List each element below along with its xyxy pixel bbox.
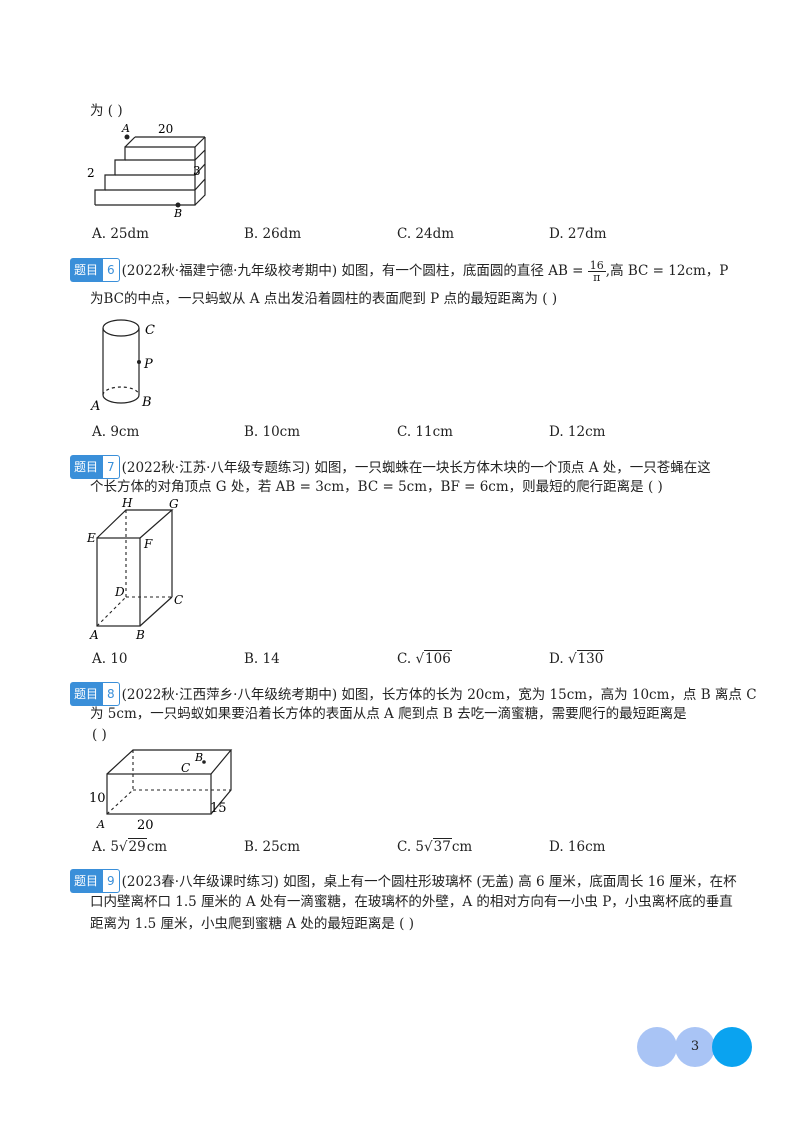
q7-option-a[interactable]: A. 10 — [92, 651, 128, 667]
q8-number: 8 — [102, 682, 120, 706]
q6-option-c[interactable]: C. 11cm — [397, 424, 453, 440]
page-number: 3 — [690, 1039, 700, 1054]
fig8-label-b: B — [194, 751, 203, 764]
q7-badge: 题目 — [70, 455, 103, 479]
fig7-label-e: E — [86, 531, 96, 545]
fig8-label-len: 20 — [137, 818, 154, 833]
fig5-label-len: 20 — [158, 122, 173, 136]
fig5-label-w: 3 — [193, 164, 201, 178]
q8-option-b[interactable]: B. 25cm — [244, 839, 301, 855]
fig7-label-h: H — [121, 496, 133, 510]
q5-staircase-figure: A 20 2 3 B — [87, 122, 206, 220]
q9-number: 9 — [102, 869, 120, 893]
fig8-label-a: A — [96, 818, 105, 831]
q5-option-b[interactable]: B. 26dm — [244, 226, 302, 242]
q8-line3: ( ) — [92, 727, 107, 743]
fig6-label-p: P — [143, 357, 153, 372]
q7-option-c[interactable]: C. √106 — [397, 650, 452, 667]
q8-line2: 为 5cm，一只蚂蚁如果要沿着长方体的表面从点 A 爬到点 B 去吃一滴蜜糖，需… — [90, 706, 687, 722]
page-decor-right — [712, 1027, 752, 1067]
q6-badge: 题目 — [70, 258, 103, 282]
q8-badge: 题目 — [70, 682, 103, 706]
fig8-label-c: C — [181, 761, 190, 775]
fig7-label-a: A — [89, 628, 99, 642]
q9-line3: 距离为 1.5 厘米，小虫爬到蜜糖 A 处的最短距离是 ( ) — [90, 916, 414, 932]
q9-line2: 口内壁离杯口 1.5 厘米的 A 处有一滴蜜糖，在玻璃杯的外壁，A 的相对方向有… — [90, 894, 733, 910]
q8-cuboid-figure: B C 10 15 20 A — [89, 749, 233, 833]
fig5-label-b: B — [173, 207, 182, 220]
q7-option-d[interactable]: D. √130 — [549, 650, 605, 667]
fig7-label-g: G — [169, 497, 179, 511]
fig7-label-f: F — [143, 537, 153, 551]
fig6-label-b: B — [141, 395, 152, 410]
fig7-label-b: B — [135, 628, 145, 642]
q7-number: 7 — [102, 455, 120, 479]
fig8-label-h: 10 — [89, 791, 106, 806]
fig5-label-a: A — [121, 122, 130, 135]
q7-cuboid-figure: H G E F D C A B — [86, 496, 183, 642]
q6-cylinder-figure: C P A B — [90, 319, 155, 414]
fig7-label-d: D — [114, 585, 125, 599]
q5-option-c[interactable]: C. 24dm — [397, 226, 455, 242]
fig8-label-w: 15 — [210, 801, 227, 816]
q6-number: 6 — [102, 258, 120, 282]
q7-option-b[interactable]: B. 14 — [244, 651, 280, 667]
fig7-label-c: C — [174, 593, 183, 607]
page-number-circle — [675, 1027, 715, 1067]
q6-option-b[interactable]: B. 10cm — [244, 424, 301, 440]
q8-option-d[interactable]: D. 16cm — [549, 839, 606, 855]
q8-option-a[interactable]: A. 5√29cm — [92, 838, 168, 855]
fig6-label-a: A — [90, 399, 100, 414]
q5-option-a[interactable]: A. 25dm — [92, 226, 149, 242]
q9-badge: 题目 — [70, 869, 103, 893]
q5-tail: 为 ( ) — [90, 103, 123, 119]
q5-option-d[interactable]: D. 27dm — [549, 226, 607, 242]
q6-option-d[interactable]: D. 12cm — [549, 424, 606, 440]
q8-option-c[interactable]: C. 5√37cm — [397, 838, 473, 855]
q6-option-a[interactable]: A. 9cm — [92, 424, 140, 440]
q7-line2: 个长方体的对角顶点 G 处，若 AB = 3cm，BC = 5cm，BF = 6… — [90, 479, 663, 495]
fig5-label-h: 2 — [87, 166, 95, 180]
fig6-label-c: C — [145, 323, 155, 338]
q6-line2: 为BC的中点，一只蚂蚁从 A 点出发沿着圆柱的表面爬到 P 点的最短距离为 ( … — [90, 291, 558, 307]
page-decor-left — [637, 1027, 677, 1067]
